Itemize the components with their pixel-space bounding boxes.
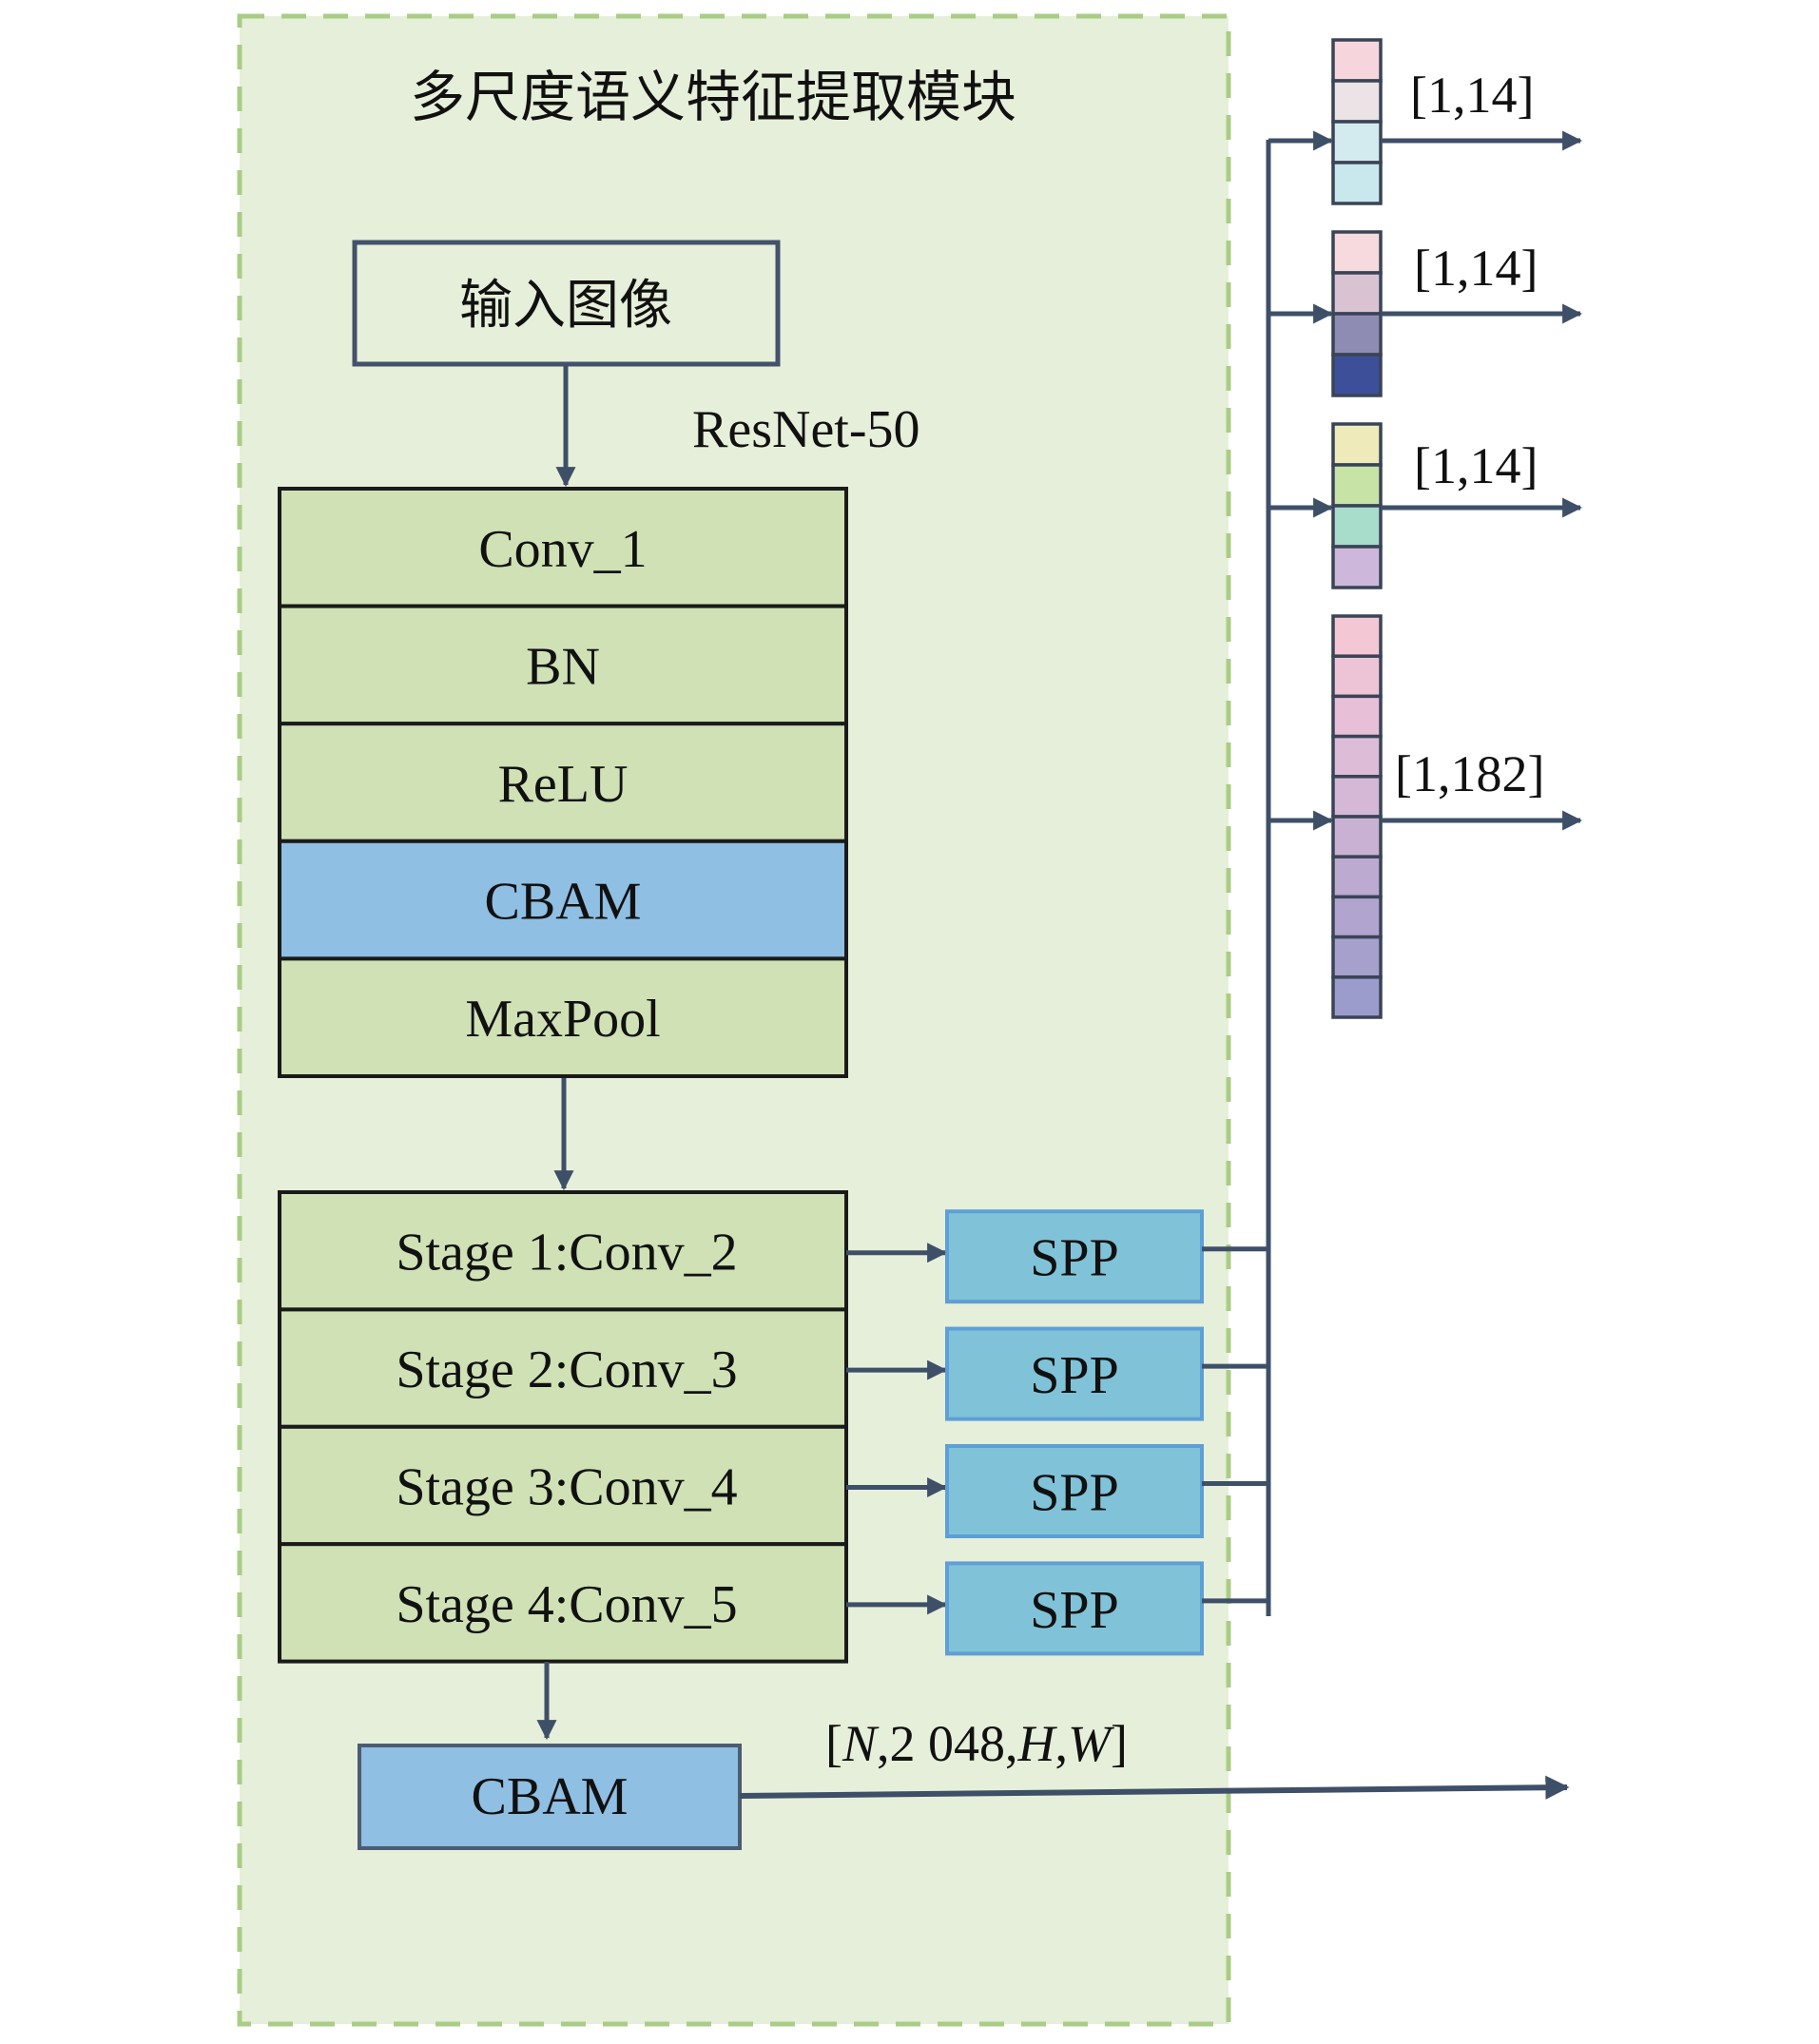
vector-cell bbox=[1331, 79, 1383, 124]
stage-label: Stage 2:Conv_3 bbox=[396, 1340, 737, 1399]
stage-2-row: Stage 2:Conv_3 SPP bbox=[278, 1307, 1270, 1429]
vector-cell bbox=[1331, 271, 1383, 316]
spp-box-4: SPP bbox=[945, 1561, 1204, 1656]
stage-1-row: Stage 1:Conv_2 SPP bbox=[278, 1190, 1270, 1312]
stage-label: Stage 3:Conv_4 bbox=[396, 1458, 737, 1517]
vector-dimension-label: [1,14] bbox=[1414, 437, 1538, 494]
stem-layer-cbam: CBAM bbox=[278, 839, 848, 961]
vector-cell bbox=[1331, 935, 1383, 979]
stem-layer-relu: ReLU bbox=[278, 722, 848, 843]
stage-4-row: Stage 4:Conv_5 SPP bbox=[278, 1542, 1270, 1664]
vector-cell bbox=[1331, 734, 1383, 779]
module-title: 多尺度语义特征提取模块 bbox=[410, 67, 1016, 128]
vector-cell bbox=[1331, 694, 1383, 739]
vector-cell bbox=[1331, 975, 1383, 1019]
vector-cell bbox=[1331, 895, 1383, 939]
backbone-label: ResNet-50 bbox=[692, 400, 920, 459]
stem-layer-stack: Conv_1BN ReLU CBAM MaxPool bbox=[278, 487, 848, 1079]
spp-box-1: SPP bbox=[945, 1209, 1204, 1304]
feature-vector-1: [1,14] bbox=[1268, 38, 1583, 205]
stem-layer-label: CBAM bbox=[485, 873, 642, 932]
spp-label: SPP bbox=[1030, 1581, 1118, 1640]
vector-dimension-label: [1,14] bbox=[1410, 67, 1534, 124]
stem-layer-label: MaxPool bbox=[465, 990, 660, 1049]
arrow-output-feature bbox=[739, 1775, 1570, 1800]
stem-layer-label: Conv_1 bbox=[478, 520, 647, 579]
vector-dimension-label: [1,14] bbox=[1414, 240, 1538, 297]
stem-layer-conv-1: Conv_1 bbox=[278, 487, 848, 608]
stem-layer-bn: BN bbox=[278, 604, 848, 726]
input-image-label: 输入图像 bbox=[459, 277, 672, 336]
stem-layer-label: BN bbox=[526, 637, 600, 696]
vector-cell bbox=[1331, 855, 1383, 899]
vector-cell bbox=[1331, 463, 1383, 508]
stem-layer-maxpool: MaxPool bbox=[278, 956, 848, 1079]
spp-label: SPP bbox=[1030, 1346, 1118, 1405]
output-cbam-label: CBAM bbox=[472, 1767, 629, 1826]
vector-cell bbox=[1331, 614, 1383, 658]
spp-box-3: SPP bbox=[945, 1444, 1204, 1538]
stage-label: Stage 4:Conv_5 bbox=[396, 1575, 737, 1634]
spp-label: SPP bbox=[1030, 1464, 1118, 1523]
spp-label: SPP bbox=[1030, 1229, 1118, 1288]
vector-cell bbox=[1331, 230, 1383, 275]
vector-dimension-label: [1,182] bbox=[1395, 745, 1544, 802]
vector-cell bbox=[1331, 775, 1383, 819]
feature-vector-2: [1,14] bbox=[1268, 230, 1583, 397]
vector-cell bbox=[1331, 815, 1383, 858]
vector-cell bbox=[1331, 422, 1383, 467]
vector-cell bbox=[1331, 353, 1383, 397]
feature-vector-3: [1,14] bbox=[1268, 422, 1583, 589]
vector-cell bbox=[1331, 38, 1383, 83]
output-shape-label: [N,2 048,H,W] bbox=[825, 1715, 1128, 1772]
input-image-box: 输入图像 bbox=[352, 240, 781, 367]
vector-cell bbox=[1331, 545, 1383, 589]
vector-cell bbox=[1331, 161, 1383, 205]
feature-vectors: [1,14] [1,14] [1,14] [1,182] bbox=[1268, 38, 1583, 1019]
vector-cell bbox=[1331, 504, 1383, 549]
vector-cell bbox=[1331, 312, 1383, 357]
spp-box-2: SPP bbox=[945, 1326, 1204, 1421]
feature-vector-4: [1,182] bbox=[1268, 614, 1583, 1019]
vector-cell bbox=[1331, 120, 1383, 164]
stage-label: Stage 1:Conv_2 bbox=[396, 1224, 737, 1282]
stem-layer-label: ReLU bbox=[498, 755, 629, 814]
vector-cell bbox=[1331, 654, 1383, 699]
output-cbam-box: CBAM bbox=[358, 1744, 742, 1850]
stage-3-row: Stage 3:Conv_4 SPP bbox=[278, 1424, 1270, 1547]
